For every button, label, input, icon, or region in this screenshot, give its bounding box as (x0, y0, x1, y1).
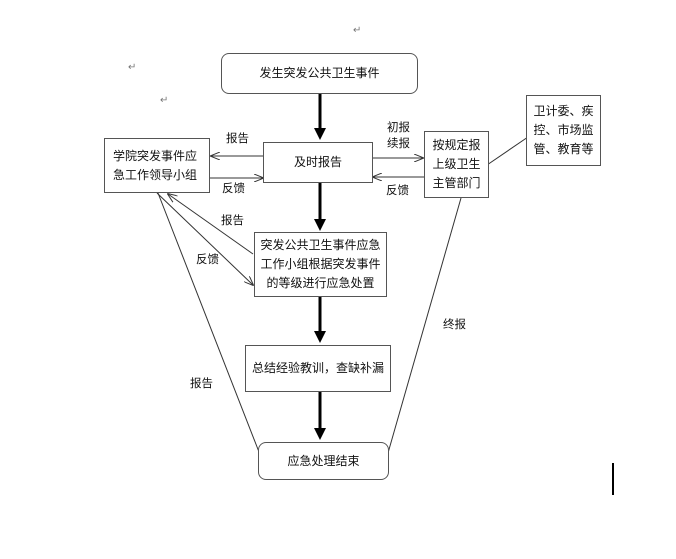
label-report-long: 报告 (190, 376, 213, 390)
label-report-left: 报告 (226, 131, 249, 145)
node-upper-dept-line3: 主管部门 (432, 176, 481, 190)
line-group-to-end (157, 192, 260, 453)
node-agencies: 卫计委、疾 控、市场监 管、教育等 (526, 95, 601, 166)
line-dept-to-agencies (486, 136, 529, 166)
node-handling: 突发公共卫生事件应急 工作小组根据突发事件 的等级进行应急处置 (254, 232, 387, 297)
node-report-timely: 及时报告 (263, 142, 373, 183)
node-college-group-line1: 学院突发事件应 (113, 148, 198, 163)
node-upper-dept-line2: 上级卫生 (432, 157, 481, 171)
node-agencies-line3: 管、教育等 (533, 142, 594, 156)
node-upper-dept-line1: 按规定报 (432, 138, 481, 152)
node-upper-dept: 按规定报 上级卫生 主管部门 (424, 131, 489, 198)
arrow-handling-report-to-group (168, 194, 254, 255)
node-event: 发生突发公共卫生事件 (221, 53, 418, 94)
node-handling-line1: 突发公共卫生事件应急 (260, 238, 381, 252)
label-feedback-diagonal: 反馈 (196, 252, 219, 266)
paragraph-mark: ↵ (128, 62, 137, 73)
label-initial-report-line1: 初报 (387, 120, 410, 134)
node-summary-text: 总结经验教训，查缺补漏 (251, 361, 384, 375)
node-end: 应急处理结束 (258, 442, 389, 480)
label-feedback-left: 反馈 (222, 181, 245, 195)
node-report-timely-text: 及时报告 (293, 155, 342, 169)
node-end-text: 应急处理结束 (287, 453, 360, 468)
paragraph-mark: ↵ (353, 25, 362, 36)
node-summary: 总结经验教训，查缺补漏 (245, 345, 391, 392)
node-college-group-line2: 急工作领导小组 (113, 167, 198, 182)
text-cursor (612, 463, 614, 495)
label-initial-report-line2: 续报 (387, 136, 410, 150)
arrow-group-feedback-to-handling (156, 192, 253, 285)
node-handling-line2: 工作小组根据突发事件 (260, 257, 381, 271)
label-initial-report: 初报 续报 (387, 119, 410, 151)
node-agencies-line2: 控、市场监 (533, 123, 594, 137)
label-feedback-right: 反馈 (386, 183, 409, 197)
label-report-diagonal: 报告 (221, 213, 244, 227)
node-event-text: 发生突发公共卫生事件 (259, 66, 380, 80)
paragraph-mark: ↵ (160, 95, 169, 106)
label-final-report: 终报 (443, 317, 466, 331)
node-handling-line3: 的等级进行应急处置 (266, 276, 375, 290)
node-college-group: 学院突发事件应 急工作领导小组 (104, 138, 210, 193)
line-dept-to-end (387, 197, 462, 454)
node-agencies-line1: 卫计委、疾 (533, 104, 594, 118)
